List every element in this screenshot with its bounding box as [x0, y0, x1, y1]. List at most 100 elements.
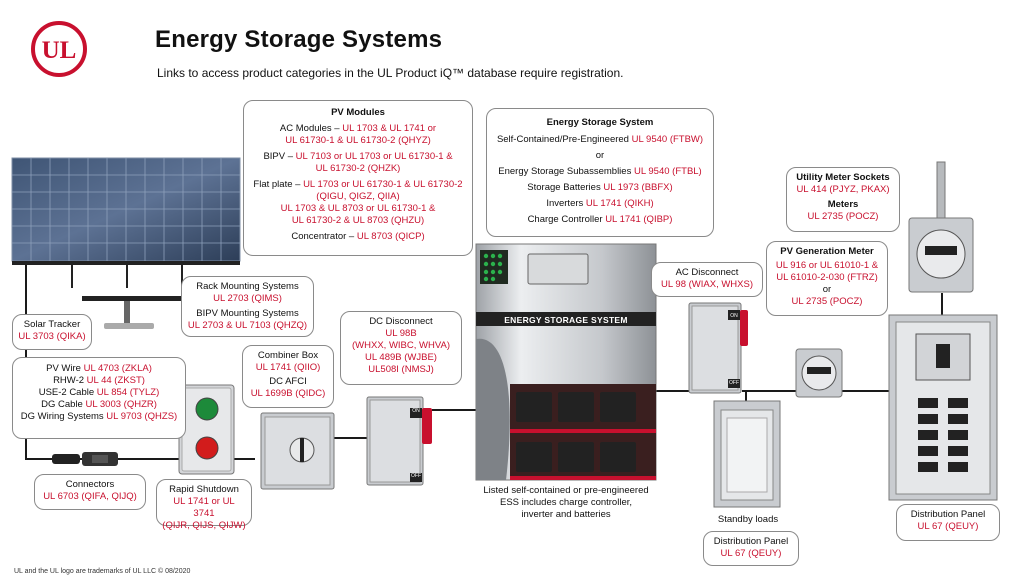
- meters-heading: Meters: [827, 199, 859, 210]
- wire-4-label: DG Cable: [41, 399, 86, 410]
- ac-disconnect-box: AC Disconnect UL 98 (WIAX, WHXS): [651, 262, 763, 297]
- meter-sockets-box: Utility Meter Sockets UL 414 (PJYZ, PKAX…: [786, 167, 900, 232]
- ul-logo: UL: [31, 21, 87, 77]
- pv-ac-label: AC Modules –: [279, 123, 343, 134]
- pv-gen-meter-link-3[interactable]: UL 2735 (POCZ): [791, 296, 863, 307]
- pv-gen-meter-link-1[interactable]: UL 916 or UL 61010-1 &: [775, 260, 879, 271]
- utility-meter-socket-illustration: [908, 161, 974, 293]
- ac-disconnect-off-label: OFF: [729, 380, 739, 386]
- dc-disconnect-illustration: [366, 396, 432, 486]
- ac-disconnect-on-label: ON: [730, 313, 738, 319]
- ess-cabinet-label: ENERGY STORAGE SYSTEM: [504, 315, 628, 325]
- dc-disconnect-link-1[interactable]: UL 98B: [385, 328, 417, 339]
- ess-l2-label: Energy Storage Subassemblies: [498, 166, 634, 177]
- pv-bipv-link-2[interactable]: UL 61730-2 (QHZK): [315, 163, 401, 174]
- dc-disconnect-link-3[interactable]: UL 489B (WJBE): [365, 352, 437, 363]
- pv-ac-link-2[interactable]: UL 61730-1 & UL 61730-2 (QHYZ): [285, 135, 431, 146]
- footer-trademark: UL and the UL logo are trademarks of UL …: [14, 568, 191, 575]
- rapid-shutdown-illustration: [178, 384, 235, 475]
- meter-sockets-link[interactable]: UL 414 (PJYZ, PKAX): [796, 184, 890, 195]
- ess-box: Energy Storage System Self-Contained/Pre…: [486, 108, 714, 237]
- ess-l3-label: Storage Batteries: [527, 182, 604, 193]
- dc-disconnect-heading: DC Disconnect: [369, 316, 433, 327]
- bipv-mount-link[interactable]: UL 2703 & UL 7103 (QHZQ): [187, 320, 308, 331]
- pv-gen-meter-link-2[interactable]: UL 61010-2-030 (FTRZ): [776, 272, 878, 283]
- bipv-mount-heading: BIPV Mounting Systems: [196, 308, 299, 319]
- ess-l2-link[interactable]: UL 9540 (FTBL): [633, 166, 702, 177]
- ess-l5-link[interactable]: UL 1741 (QIBP): [605, 214, 673, 225]
- wire-dc-ess: [432, 409, 477, 411]
- wire-3-link[interactable]: UL 854 (TYLZ): [96, 387, 160, 398]
- distribution-panel-box: Distribution Panel UL 67 (QEUY): [896, 504, 1000, 541]
- ess-cabinet-illustration: [475, 243, 657, 481]
- dc-afci-heading: DC AFCI: [269, 376, 307, 387]
- pv-flat-link-3[interactable]: UL 1703 & UL 8703 or UL 61730-1 &: [280, 203, 436, 214]
- rack-mounting-box: Rack Mounting Systems UL 2703 (QIMS) BIP…: [181, 276, 314, 337]
- solar-panel-illustration: [11, 157, 241, 329]
- pv-bipv-link-1[interactable]: UL 7103 or UL 1703 or UL 61730-1 &: [295, 151, 453, 162]
- ess-heading: Energy Storage System: [546, 117, 654, 128]
- pv-conc-label: Concentrator –: [291, 231, 357, 242]
- pv-gen-meter-box: PV Generation Meter UL 916 or UL 61010-1…: [766, 241, 888, 316]
- wire-meter-panel: [841, 390, 889, 392]
- pv-generation-meter-illustration: [795, 348, 843, 398]
- solar-tracker-link[interactable]: UL 3703 (QIKA): [18, 331, 86, 342]
- connectors-heading: Connectors: [65, 479, 115, 490]
- connectors-box: Connectors UL 6703 (QIFA, QIJQ): [34, 474, 146, 510]
- ac-disconnect-heading: AC Disconnect: [675, 267, 739, 278]
- connectors-link[interactable]: UL 6703 (QIFA, QIJQ): [43, 491, 137, 502]
- wire-ac-meter: [742, 390, 797, 392]
- rapid-shutdown-link-1[interactable]: UL 1741 or UL 3741: [173, 496, 235, 519]
- standby-distribution-heading: Distribution Panel: [713, 536, 789, 547]
- solar-tracker-box: Solar Tracker UL 3703 (QIKA): [12, 314, 92, 350]
- dc-disconnect-link-4[interactable]: UL508I (NMSJ): [368, 364, 434, 375]
- ess-caption: Listed self-contained or pre-engineered …: [466, 485, 666, 521]
- pv-flat-link-2[interactable]: (QIGU, QIGZ, QIIA): [316, 191, 400, 202]
- pv-flat-link-1[interactable]: UL 1703 or UL 61730-1 & UL 61730-2: [303, 179, 463, 190]
- wire-ac-standby: [745, 390, 747, 405]
- ess-l1-link[interactable]: UL 9540 (FTBW): [631, 134, 704, 145]
- ess-caption-line-1: Listed self-contained or pre-engineered: [483, 485, 649, 496]
- standby-distribution-link[interactable]: UL 67 (QEUY): [720, 548, 782, 559]
- ess-l4-link[interactable]: UL 1741 (QIKH): [585, 198, 654, 209]
- distribution-panel-illustration: [888, 314, 998, 501]
- pv-gen-meter-or: or: [822, 284, 832, 295]
- wire-1-label: PV Wire: [46, 363, 84, 374]
- solar-tracker-heading: Solar Tracker: [23, 319, 81, 330]
- ess-l4-label: Inverters: [546, 198, 586, 209]
- distribution-panel-link[interactable]: UL 67 (QEUY): [917, 521, 979, 532]
- standby-distribution-box: Distribution Panel UL 67 (QEUY): [703, 531, 799, 566]
- wires-box: PV Wire UL 4703 (ZKLA) RHW-2 UL 44 (ZKST…: [12, 357, 186, 439]
- pv-modules-heading: PV Modules: [331, 107, 385, 118]
- rack-heading: Rack Mounting Systems: [196, 281, 299, 292]
- dc-disconnect-off-label: OFF: [411, 473, 421, 479]
- wire-2-link[interactable]: UL 44 (ZKST): [86, 375, 145, 386]
- rapid-shutdown-box: Rapid Shutdown UL 1741 or UL 3741 (QIJR,…: [156, 479, 252, 531]
- wire-4-link[interactable]: UL 3003 (QHZR): [85, 399, 157, 410]
- wire-5-link[interactable]: UL 9703 (QHZS): [106, 411, 178, 422]
- ul-logo-text: UL: [42, 37, 77, 64]
- ess-or: or: [595, 150, 605, 161]
- wire-1-link[interactable]: UL 4703 (ZKLA): [83, 363, 152, 374]
- wire-3-label: USE-2 Cable: [38, 387, 97, 398]
- meters-link[interactable]: UL 2735 (POCZ): [807, 211, 879, 222]
- rack-link[interactable]: UL 2703 (QIMS): [213, 293, 282, 304]
- combiner-link[interactable]: UL 1741 (QIIO): [255, 362, 321, 373]
- ess-l5-label: Charge Controller: [527, 214, 606, 225]
- dc-disconnect-link-2[interactable]: (WHXX, WIBC, WHVA): [352, 340, 450, 351]
- pv-bipv-label: BIPV –: [263, 151, 296, 162]
- pv-conc-link[interactable]: UL 8703 (QICP): [356, 231, 425, 242]
- connector-illustration: [52, 452, 118, 466]
- rapid-shutdown-link-2[interactable]: (QIJR, QIJS, QIJW): [162, 520, 246, 531]
- page-title: Energy Storage Systems: [155, 26, 443, 53]
- page-subtitle: Links to access product categories in th…: [157, 66, 624, 80]
- pv-flat-link-4[interactable]: UL 61730-2 & UL 8703 (QHZU): [291, 215, 425, 226]
- pv-ac-link-1[interactable]: UL 1703 & UL 1741 or: [342, 123, 437, 134]
- ess-l3-link[interactable]: UL 1973 (BBFX): [603, 182, 673, 193]
- wire-ess-ac: [655, 390, 690, 392]
- ess-caption-line-2: ESS includes charge controller,: [499, 497, 633, 508]
- combiner-box: Combiner Box UL 1741 (QIIO) DC AFCI UL 1…: [242, 345, 334, 408]
- ac-disconnect-link[interactable]: UL 98 (WIAX, WHXS): [660, 279, 754, 290]
- combiner-heading: Combiner Box: [257, 350, 319, 361]
- dc-afci-link[interactable]: UL 1699B (QIDC): [250, 388, 326, 399]
